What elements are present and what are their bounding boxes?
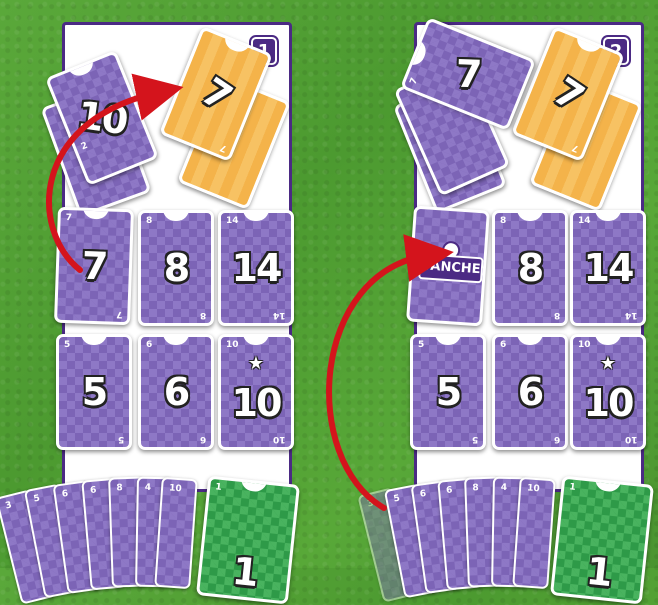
card-corner-value: 7 bbox=[65, 213, 72, 223]
card-corner-value: 6 bbox=[419, 489, 427, 500]
card-corner-value: 7 bbox=[116, 309, 123, 319]
star-icon: ★ bbox=[600, 353, 616, 374]
lineup-card[interactable]: 5 5 5 bbox=[410, 334, 486, 450]
card-corner-value: 1 bbox=[569, 482, 576, 493]
card-number: 5 bbox=[82, 370, 106, 414]
card-number: 8 bbox=[518, 246, 542, 290]
star-icon: ★ bbox=[248, 353, 264, 374]
card-corner-value: 8 bbox=[472, 483, 479, 493]
goalkeeper-hand-card[interactable]: 1 1 bbox=[550, 476, 654, 605]
card-corner-value: 14 bbox=[226, 216, 239, 226]
card-corner-value: 5 bbox=[118, 434, 124, 444]
card-corner-value: 5 bbox=[64, 340, 70, 350]
card-number: 10 bbox=[75, 93, 130, 143]
lineup-card[interactable]: 5 5 5 bbox=[56, 334, 132, 450]
goalkeeper-hand-card[interactable]: 1 1 bbox=[196, 476, 300, 605]
lineup-card[interactable]: 10 ★ 10 10 bbox=[570, 334, 646, 450]
card-corner-value: 7 bbox=[409, 77, 421, 87]
card-corner-value: 8 bbox=[146, 216, 152, 226]
lineup-card[interactable]: 8 8 8 bbox=[138, 210, 214, 326]
hand-card[interactable]: 10 bbox=[154, 477, 198, 589]
card-corner-value: 10 bbox=[625, 434, 638, 444]
card-corner-value: 6 bbox=[200, 434, 206, 444]
card-corner-value: 5 bbox=[418, 340, 424, 350]
card-corner-value: 10 bbox=[578, 340, 591, 350]
card-corner-value: 4 bbox=[501, 483, 507, 493]
card-number: 5 bbox=[436, 370, 460, 414]
lineup-card[interactable]: 14 14 14 bbox=[570, 210, 646, 326]
card-corner-value: 14 bbox=[625, 310, 638, 320]
card-number: 7 bbox=[194, 69, 239, 119]
card-corner-value: 6 bbox=[61, 489, 69, 500]
card-corner-value: 8 bbox=[200, 310, 206, 320]
card-corner-value: 4 bbox=[145, 483, 151, 493]
card-corner-value: 6 bbox=[446, 486, 453, 497]
card-number: 14 bbox=[584, 246, 633, 290]
card-corner-value: 8 bbox=[554, 310, 560, 320]
card-number: 1 bbox=[230, 549, 259, 595]
card-number: 1 bbox=[584, 549, 613, 595]
lineup-card[interactable]: 6 6 6 bbox=[492, 334, 568, 450]
card-corner-value: 10 bbox=[527, 483, 540, 494]
card-corner-value: 5 bbox=[393, 494, 401, 505]
card-number: 6 bbox=[518, 370, 542, 414]
card-corner-value: 1 bbox=[215, 482, 222, 493]
lineup-card[interactable]: 7 7 7 bbox=[54, 207, 134, 326]
card-number: 7 bbox=[81, 244, 107, 289]
card-corner-value: 6 bbox=[500, 340, 506, 350]
hand-card[interactable]: 10 bbox=[512, 477, 556, 589]
card-corner-value: 6 bbox=[146, 340, 152, 350]
revanche-logo: VANCHE bbox=[418, 253, 484, 283]
card-corner-value: 10 bbox=[226, 340, 239, 350]
card-corner-value: 5 bbox=[33, 494, 41, 505]
lineup-card[interactable]: 6 6 6 bbox=[138, 334, 214, 450]
card-corner-value: 6 bbox=[90, 486, 97, 497]
card-corner-value: 2 bbox=[80, 141, 90, 153]
card-corner-value: 3 bbox=[4, 500, 12, 511]
card-number: 14 bbox=[232, 246, 281, 290]
card-number: 10 bbox=[232, 381, 281, 425]
card-number: 8 bbox=[164, 246, 188, 290]
card-corner-value: 7 bbox=[571, 142, 581, 154]
card-corner-value: 10 bbox=[273, 434, 286, 444]
lineup-card[interactable]: 14 14 14 bbox=[218, 210, 294, 326]
card-corner-value: 3 bbox=[366, 498, 374, 509]
lineup-card[interactable]: 8 8 8 bbox=[492, 210, 568, 326]
card-corner-value: 14 bbox=[578, 216, 591, 226]
revanche-card[interactable]: VANCHE bbox=[406, 205, 490, 326]
card-corner-value: 6 bbox=[554, 434, 560, 444]
lineup-card[interactable]: 10 ★ 10 10 bbox=[218, 334, 294, 450]
card-corner-value: 14 bbox=[273, 310, 286, 320]
card-number: 7 bbox=[455, 52, 481, 97]
card-corner-value: 5 bbox=[472, 434, 478, 444]
card-corner-value: 8 bbox=[116, 483, 123, 493]
card-number: 7 bbox=[546, 69, 591, 119]
card-corner-value: 8 bbox=[500, 216, 506, 226]
card-number: 10 bbox=[584, 381, 633, 425]
card-corner-value: 10 bbox=[169, 483, 182, 494]
card-corner-value: 7 bbox=[219, 142, 229, 154]
card-number: 6 bbox=[164, 370, 188, 414]
